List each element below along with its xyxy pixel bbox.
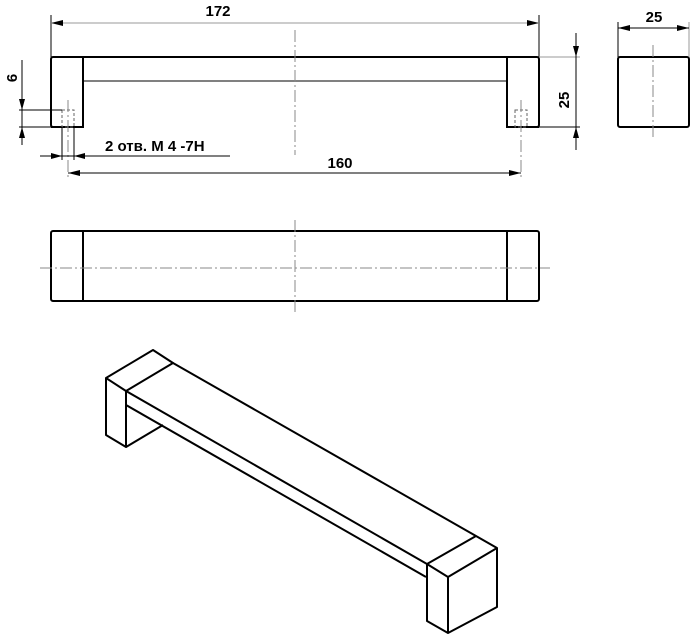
- plan-view: [40, 220, 550, 312]
- dimension-hole-note: 2 отв. M 4 -7H: [40, 127, 230, 160]
- front-view: [50, 30, 540, 178]
- dim-label-25-height: 25: [556, 92, 573, 109]
- side-view: 25: [617, 9, 690, 140]
- isometric-view: [105, 349, 498, 634]
- dimension-25-height: 25: [539, 33, 580, 150]
- dimension-172: 172: [50, 3, 540, 57]
- dim-label-6: 6: [4, 74, 21, 82]
- dimension-160: 160: [68, 155, 521, 176]
- hole-note-label: 2 отв. M 4 -7H: [105, 138, 205, 155]
- dim-label-160: 160: [327, 155, 352, 172]
- dimension-6: 6: [4, 60, 62, 145]
- dim-label-25-width: 25: [646, 9, 663, 26]
- dim-label-172: 172: [205, 3, 230, 20]
